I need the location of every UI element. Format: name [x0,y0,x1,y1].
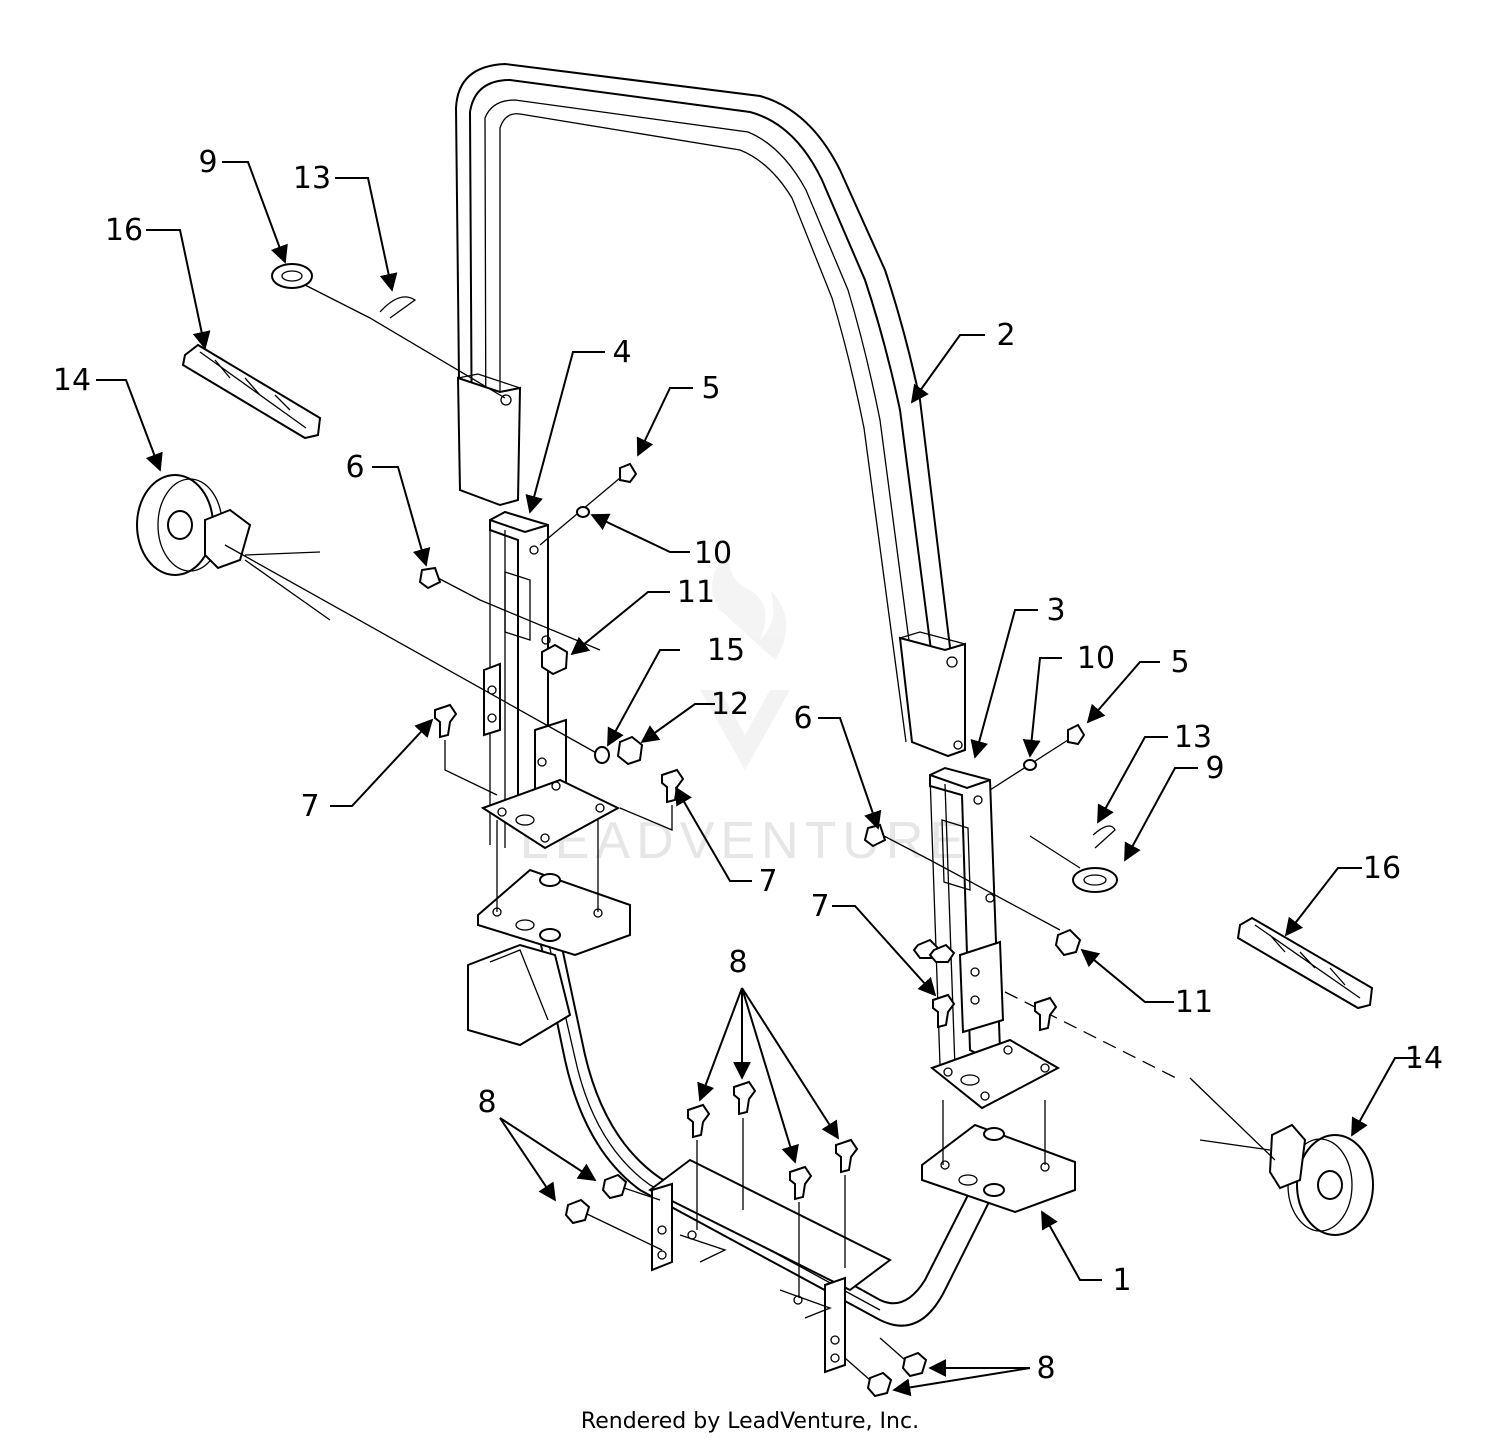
callout-7-mid: 7 [758,864,777,899]
callout-14-left: 14 [53,363,91,398]
callout-7-left: 7 [300,789,319,824]
callout-4: 4 [612,335,631,370]
callout-11-left: 11 [677,575,715,610]
callout-8-left: 8 [477,1085,496,1120]
callout-5-right: 5 [1170,645,1189,680]
watermark-logo [700,550,790,770]
callout-leaders [96,161,1420,1397]
callout-9-left: 9 [198,145,217,180]
callout-3: 3 [1046,593,1065,628]
callout-13-left: 13 [293,161,331,196]
callout-8-bottom: 8 [1036,1351,1055,1386]
callout-2: 2 [996,318,1015,353]
callout-7-right: 7 [810,889,829,924]
right-support-tube [912,766,1061,1110]
callout-16-left: 16 [105,213,143,248]
upper-roll-bar [454,62,966,758]
callout-8-center: 8 [728,945,747,980]
callout-14-right: 14 [1405,1041,1443,1076]
callout-13-right: 13 [1174,720,1212,755]
callout-12: 12 [711,687,749,722]
callout-6-right: 6 [793,701,812,736]
left-support-tube [480,510,621,850]
hardware [271,263,1118,1398]
callout-1: 1 [1112,1263,1131,1298]
right-grip [1236,916,1374,1010]
right-work-light [1004,991,1374,1236]
callout-10-left: 10 [694,536,732,571]
credit-text: Rendered by LeadVenture, Inc. [581,1409,919,1434]
callout-10-right: 10 [1077,641,1115,676]
callout-6-left: 6 [345,450,364,485]
callout-11-right: 11 [1175,985,1213,1020]
left-work-light [136,474,601,756]
lower-frame [467,868,1076,1374]
left-grip [181,343,322,440]
callout-9-right: 9 [1205,751,1224,786]
callout-numbers: 9 13 16 14 4 5 6 10 11 15 12 7 7 2 3 10 … [53,145,1443,1386]
callout-16-right: 16 [1363,851,1401,886]
callout-15: 15 [707,633,745,668]
callout-5-left: 5 [701,371,720,406]
